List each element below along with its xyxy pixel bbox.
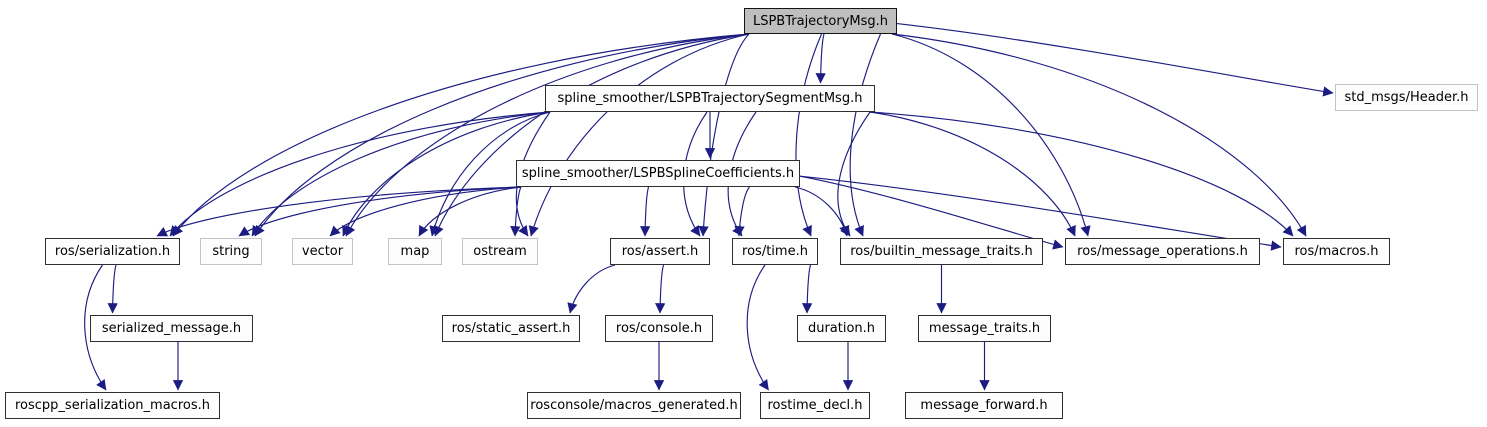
edge-coeff-serialization	[156, 186, 522, 237]
edge-main-string	[254, 33, 750, 237]
edge-segment-string	[251, 111, 551, 237]
node-mfw[interactable]: message_forward.h	[905, 392, 1063, 419]
node-msgops[interactable]: ros/message_operations.h	[1065, 238, 1260, 265]
edge-coeff-assert	[640, 186, 651, 237]
node-rmg[interactable]: rosconsole/macros_generated.h	[527, 392, 741, 419]
node-rsm[interactable]: roscpp_serialization_macros.h	[5, 392, 220, 419]
node-map: map	[388, 238, 442, 265]
edge-assert-staticassert	[567, 264, 616, 314]
edge-assert-console	[655, 264, 666, 314]
node-segment[interactable]: spline_smoother/LSPBTrajectorySegmentMsg…	[545, 85, 875, 112]
node-main[interactable]: LSPBTrajectoryMsg.h	[744, 8, 897, 34]
node-time[interactable]: ros/time.h	[732, 238, 818, 265]
edge-segment-map	[429, 111, 551, 237]
edge-segment-builtin	[837, 111, 871, 237]
node-coeff[interactable]: spline_smoother/LSPBSplineCoefficients.h	[516, 160, 800, 187]
edge-main-ostream	[528, 33, 750, 237]
edge-segment-serialization	[169, 111, 551, 237]
edge-coeff-ostream	[510, 186, 522, 237]
node-rtd[interactable]: rostime_decl.h	[760, 392, 870, 419]
node-console[interactable]: ros/console.h	[605, 315, 713, 342]
edge-main-segment	[815, 33, 826, 84]
edge-main-time	[795, 33, 823, 237]
edge-main-map	[433, 33, 750, 237]
edge-time-duration	[802, 264, 813, 314]
edge-main-macros	[891, 33, 1307, 237]
diagram-edges	[84, 23, 1334, 391]
node-builtin[interactable]: ros/builtin_message_traits.h	[840, 238, 1043, 265]
edge-coeff-string	[238, 186, 522, 237]
edge-segment-msgops	[869, 111, 1076, 237]
edge-main-builtin	[849, 33, 882, 237]
edge-coeff-builtin	[794, 186, 850, 237]
edge-coeff-time	[734, 186, 750, 237]
node-sermsg[interactable]: serialized_message.h	[90, 315, 253, 342]
node-ostream: ostream	[462, 238, 538, 265]
edge-segment-macros	[869, 111, 1294, 237]
edge-main-msgops	[891, 33, 1091, 237]
node-vector: vector	[292, 238, 353, 265]
node-duration[interactable]: duration.h	[797, 315, 886, 342]
edge-time-rtd	[746, 264, 769, 391]
node-assert[interactable]: ros/assert.h	[610, 238, 710, 265]
node-macros[interactable]: ros/macros.h	[1283, 238, 1390, 265]
node-staticassert[interactable]: ros/static_assert.h	[442, 315, 580, 342]
edge-coeff-map	[418, 186, 522, 237]
edge-segment-vector	[342, 111, 551, 237]
node-header: std_msgs/Header.h	[1335, 84, 1478, 111]
edge-main-serialization	[172, 33, 750, 237]
node-msgtraits[interactable]: message_traits.h	[918, 315, 1051, 342]
edge-coeff-vector	[329, 186, 522, 237]
edge-serialization-rsm	[84, 264, 107, 391]
edge-serialization-sermsg	[107, 264, 118, 314]
edge-coeff-macros	[799, 175, 1282, 251]
edge-main-vector	[345, 33, 750, 237]
edge-main-header	[896, 23, 1334, 97]
node-serialization[interactable]: ros/serialization.h	[45, 238, 180, 265]
node-string: string	[200, 238, 262, 265]
